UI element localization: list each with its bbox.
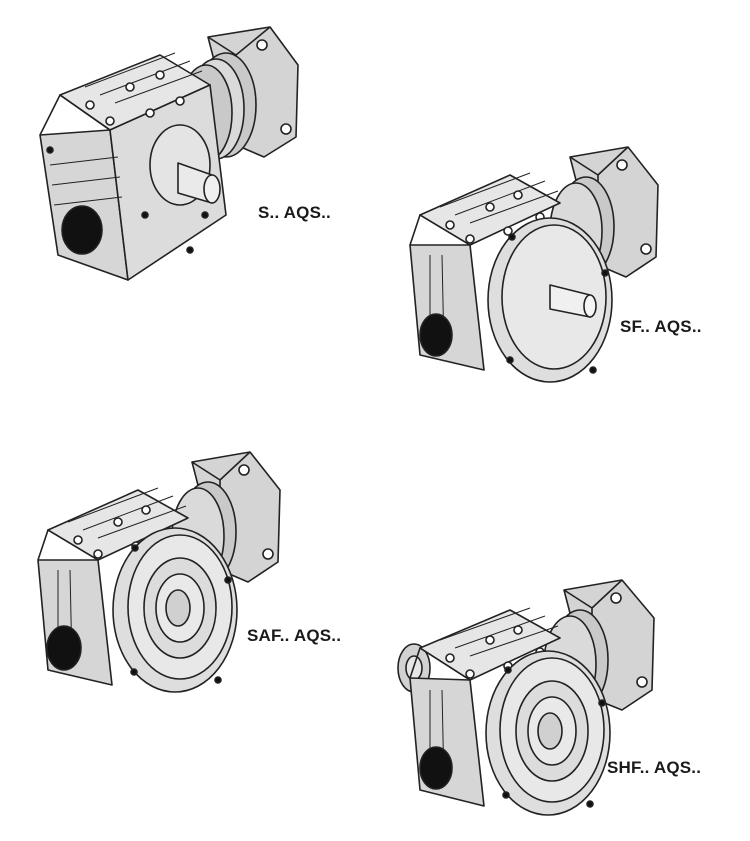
gear-unit-saf-aqs bbox=[30, 450, 300, 710]
product-label-s-aqs: S.. AQS.. bbox=[258, 203, 331, 222]
product-label-shf-aqs: SHF.. AQS.. bbox=[607, 758, 702, 777]
product-label-saf-aqs: SAF.. AQS.. bbox=[247, 626, 342, 645]
product-label-sf-aqs: SF.. AQS.. bbox=[620, 317, 702, 336]
gear-unit-sf-aqs-illustration bbox=[409, 146, 659, 383]
gear-unit-s-aqs-illustration bbox=[39, 26, 299, 281]
gear-unit-saf-aqs-illustration bbox=[37, 451, 281, 693]
gear-unit-sf-aqs bbox=[400, 145, 680, 395]
gear-unit-shf-aqs bbox=[392, 578, 674, 833]
gear-unit-s-aqs bbox=[30, 25, 310, 295]
gear-unit-shf-aqs-illustration bbox=[397, 579, 655, 816]
